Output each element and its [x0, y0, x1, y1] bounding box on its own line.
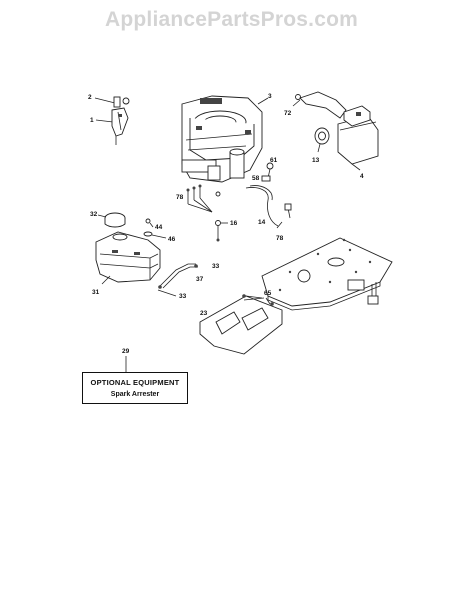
optional-equipment-title: OPTIONAL EQUIPMENT	[90, 378, 180, 387]
mounting-bolts	[186, 184, 228, 242]
callout-2: 2	[88, 94, 92, 101]
callout-65: 65	[264, 290, 272, 297]
throttle-assembly	[94, 96, 130, 145]
muffler-assembly	[292, 91, 379, 171]
callout-16: 16	[230, 220, 238, 227]
tank-strap	[157, 263, 198, 297]
callout-1: 1	[90, 117, 94, 124]
callout-44: 44	[155, 224, 163, 231]
callout-23: 23	[200, 310, 208, 317]
callout-78-left: 78	[176, 194, 184, 201]
callout-4: 4	[360, 173, 364, 180]
callout-58: 58	[252, 175, 260, 182]
callout-14: 14	[258, 219, 266, 226]
callout-46: 46	[168, 236, 176, 243]
spark-arrester-label: Spark Arrester	[110, 391, 160, 398]
engine	[181, 95, 269, 183]
callout-3: 3	[268, 93, 272, 100]
callout-61: 61	[270, 157, 278, 164]
callout-78-right: 78	[276, 235, 284, 242]
callout-29: 29	[122, 348, 130, 355]
heat-shield	[199, 294, 283, 355]
callout-72: 72	[284, 110, 292, 117]
fuel-line-assembly	[245, 162, 292, 229]
callout-33-upper: 33	[212, 263, 220, 270]
optional-equipment-box: OPTIONAL EQUIPMENT Spark Arrester	[82, 372, 188, 404]
callout-37: 37	[196, 276, 204, 283]
fuel-tank	[95, 212, 167, 285]
chassis-frame	[261, 237, 393, 311]
callout-13: 13	[312, 157, 320, 164]
watermark-text: AppliancePartsPros.com	[105, 8, 358, 31]
callout-33-lower: 33	[179, 293, 187, 300]
callout-31: 31	[92, 289, 100, 296]
callout-32: 32	[90, 211, 98, 218]
